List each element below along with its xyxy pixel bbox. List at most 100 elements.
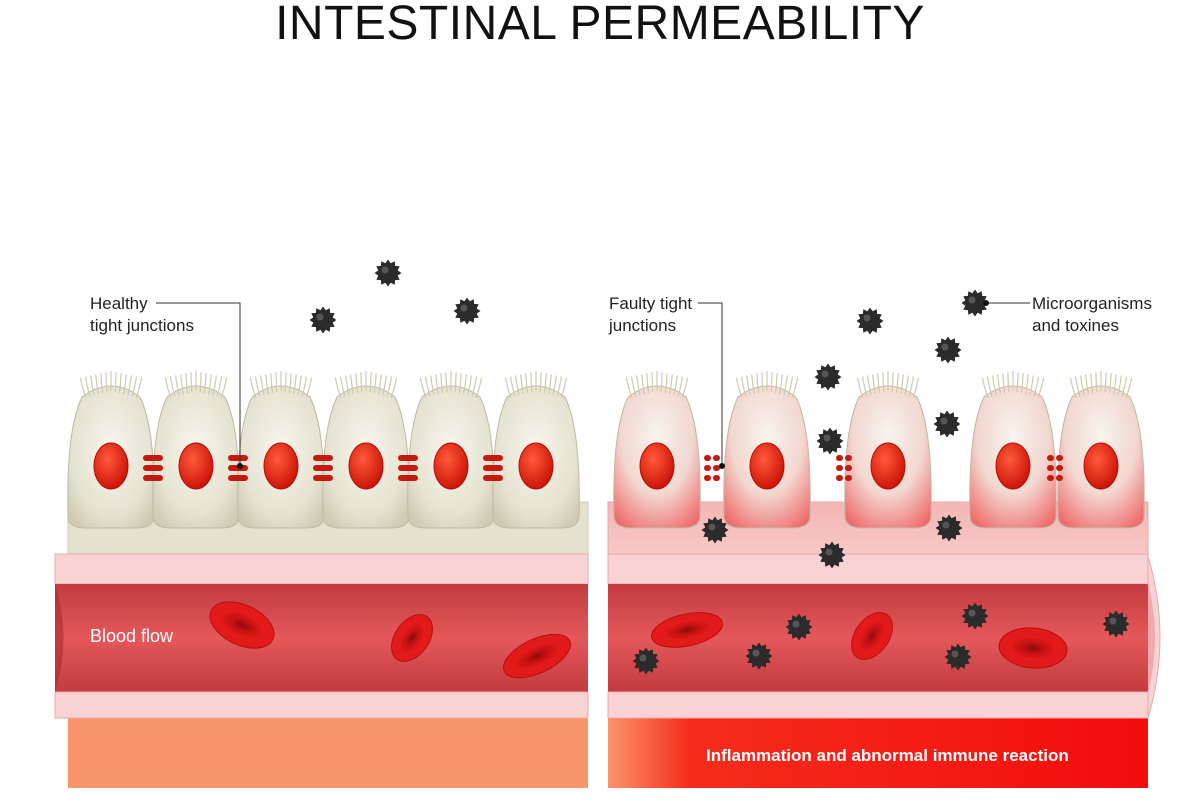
microvillus — [677, 376, 684, 397]
microvillus — [746, 375, 751, 396]
nucleus — [93, 442, 129, 490]
tight-junction — [313, 455, 333, 481]
microvillus — [284, 372, 287, 393]
junction-strand — [836, 475, 843, 481]
microvilli — [625, 371, 689, 398]
microvillus — [435, 374, 439, 395]
microbe-body — [961, 289, 989, 317]
healthy-junctions-label: Healthy tight junctions — [90, 293, 194, 337]
nucleus — [518, 442, 554, 490]
microbe-icon — [814, 363, 842, 391]
microvillus — [1025, 374, 1029, 395]
junction-strand — [1047, 475, 1054, 481]
microvillus — [530, 372, 533, 393]
microvillus — [664, 373, 668, 394]
microvillus — [543, 373, 547, 394]
microvillus — [1125, 377, 1133, 398]
microvillus — [467, 375, 472, 396]
microbe-body — [785, 613, 813, 641]
microvillus — [212, 375, 217, 396]
microbe-highlight — [639, 654, 647, 662]
microvillus — [463, 374, 467, 395]
junction-strand — [143, 455, 163, 461]
nucleus — [995, 442, 1031, 490]
faulty-leader-line — [698, 302, 723, 466]
microvillus — [305, 377, 313, 398]
microvillus — [471, 376, 478, 397]
microbe-body — [935, 514, 963, 542]
nucleus — [263, 442, 299, 490]
microbe-highlight — [823, 434, 831, 442]
microvilli — [164, 371, 228, 398]
microvillus — [1085, 374, 1089, 395]
microbe-body — [818, 541, 846, 569]
microvillus — [114, 372, 117, 393]
microvillus — [260, 375, 265, 396]
microbe-body — [816, 427, 844, 455]
microvillus — [539, 372, 542, 393]
microvillus — [1020, 373, 1024, 394]
microvillus — [900, 374, 904, 395]
tight-junction — [704, 455, 720, 481]
faulty-label-line1: Faulty tight — [609, 294, 693, 313]
epithelial-cell — [237, 371, 325, 529]
microbe-body — [701, 516, 729, 544]
nucleus — [870, 442, 906, 490]
microbe-icon — [745, 642, 773, 670]
microvillus — [774, 373, 778, 394]
microvillus — [636, 375, 641, 396]
microvillus — [877, 373, 881, 394]
microbe-icon — [934, 336, 962, 364]
red-blood-cells — [209, 601, 571, 679]
microvillus — [454, 372, 457, 393]
tight-junction — [398, 455, 418, 481]
microvillus — [100, 373, 104, 394]
microvillus — [458, 373, 462, 394]
microvillus — [1108, 373, 1112, 394]
microvillus — [382, 375, 387, 396]
microbe-highlight — [951, 650, 959, 658]
microvillus — [190, 372, 193, 393]
red-blood-cell — [503, 633, 571, 679]
microvillus — [334, 377, 342, 398]
vessel-wall-top — [607, 553, 1149, 585]
microbe-icon — [961, 289, 989, 317]
microvilli — [1069, 371, 1133, 398]
tight-junction — [143, 455, 163, 481]
microvillus — [169, 376, 176, 397]
microbe-highlight — [940, 417, 948, 425]
microbe-highlight — [821, 370, 829, 378]
junction-strand — [1047, 455, 1054, 461]
microvilli — [856, 371, 920, 398]
microbe-icon — [701, 516, 729, 544]
microvilli — [504, 371, 568, 398]
microvillus — [1069, 377, 1077, 398]
microbe-highlight — [316, 313, 324, 321]
microbe-highlight — [381, 266, 389, 274]
healthy-leader-dot — [237, 463, 243, 469]
microvillus — [641, 374, 645, 395]
microvillus — [297, 375, 302, 396]
microvillus — [1113, 374, 1117, 395]
tight-junction — [1047, 455, 1063, 481]
microvillus — [740, 376, 747, 397]
leaky-epithelial-cells — [613, 371, 1145, 529]
microbe-body — [632, 647, 660, 675]
microvillus — [475, 377, 483, 398]
leaky-panel — [607, 371, 1161, 788]
microvillus — [339, 376, 346, 397]
junction-strand — [483, 455, 503, 461]
microvillus — [301, 376, 308, 397]
microvillus — [660, 372, 663, 393]
rbc-center — [1011, 637, 1055, 659]
microvillus — [904, 375, 909, 396]
microvillus — [770, 372, 773, 393]
microvillus — [556, 376, 563, 397]
diagram-title: INTESTINAL PERMEABILITY — [275, 0, 925, 50]
junction-strand — [1056, 465, 1063, 471]
microvillus — [997, 374, 1001, 395]
microvillus — [445, 372, 448, 393]
healthy-leader-line — [156, 302, 241, 466]
microvillus — [249, 377, 257, 398]
microbe-icon — [453, 297, 481, 325]
